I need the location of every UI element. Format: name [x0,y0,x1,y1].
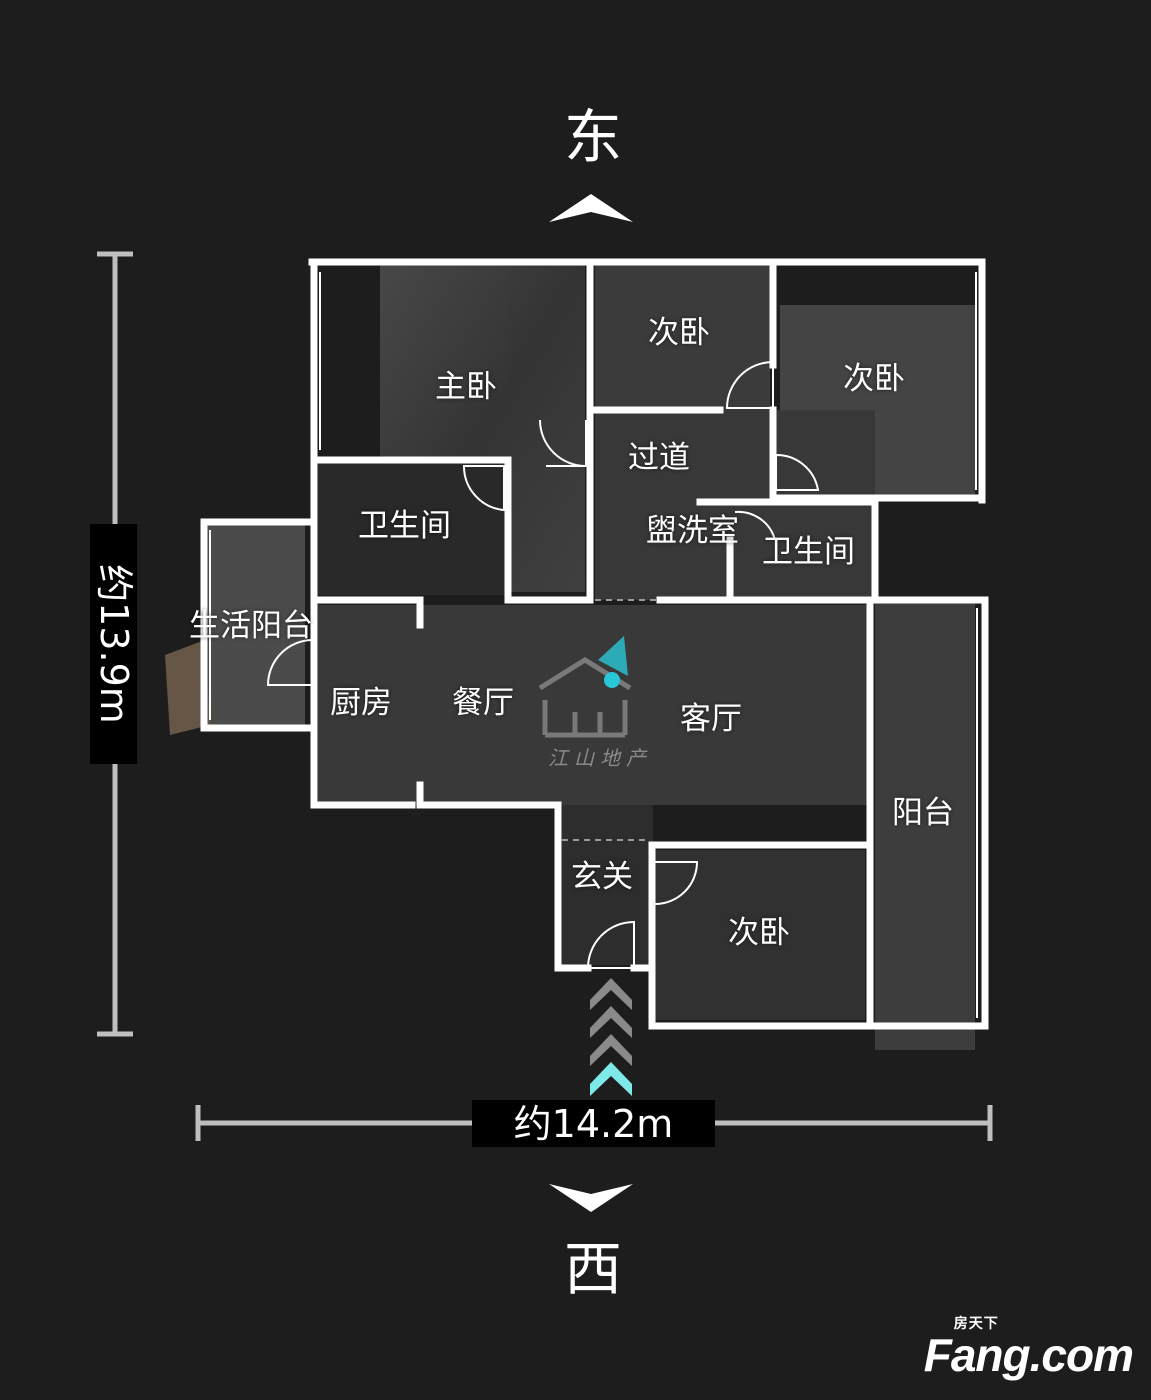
watermark-big-text: Fang.com [923,1329,1134,1381]
watermark-small-text: 房天下 [953,1315,999,1331]
room-label-balcony: 阳台 [892,795,954,831]
room-label-master-bedroom: 主卧 [435,369,497,405]
width-dimension-label: 约14.2m [472,1100,715,1147]
room-label-bathroom-second: 卫生间 [762,534,855,570]
room-label-entrance: 玄关 [571,859,633,895]
fang-watermark: 房天下 Fang.com [923,1316,1134,1381]
height-dimension-label: 约13.9m [90,524,137,764]
room-label-kitchen: 厨房 [330,685,392,721]
room-label-bedroom-right: 次卧 [843,361,905,397]
room-label-living: 客厅 [680,701,742,737]
windows [209,272,978,1018]
doors [266,360,820,969]
entry-arrows [590,978,632,1096]
openings [562,599,660,841]
room-label-corridor: 过道 [628,440,690,476]
room-label-bathroom-master: 卫生间 [358,508,451,544]
room-label-washroom: 盥洗室 [646,513,739,549]
logo-text: 江山地产 [548,746,652,770]
compass-west-label: 西 [563,1235,622,1303]
chevron-down-icon [549,1184,633,1212]
floor-fills [165,262,975,1050]
room-label-bedroom-bottom: 次卧 [728,915,790,951]
room-label-bedroom-top: 次卧 [648,315,710,351]
location-marker-icon [598,636,628,688]
room-label-dining: 餐厅 [452,685,514,721]
room-label-utility-balcony: 生活阳台 [189,608,313,644]
compass-east-label: 东 [563,103,622,171]
walls [200,258,989,1030]
chevron-up-icon [549,194,633,222]
